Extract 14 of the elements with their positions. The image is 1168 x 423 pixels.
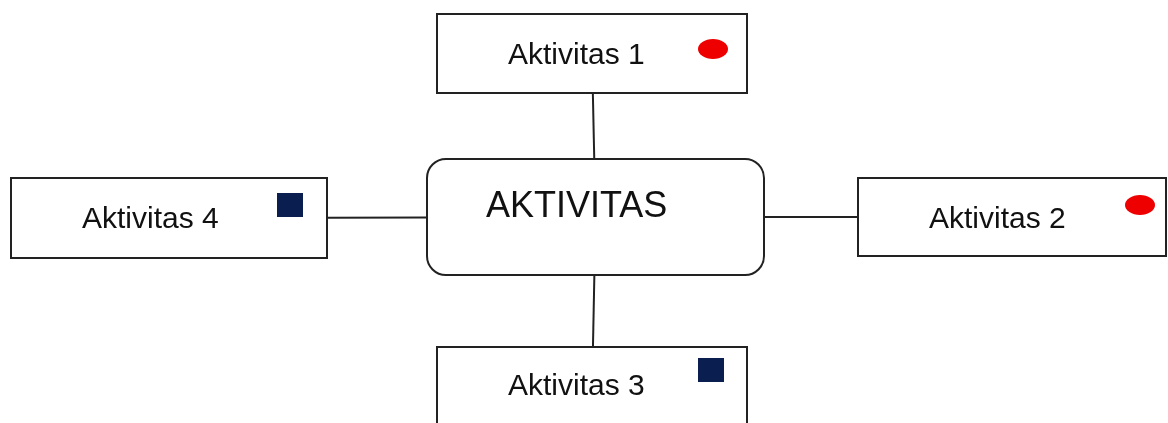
- connector-line: [327, 216, 427, 219]
- node-label: Aktivitas 3: [508, 368, 645, 402]
- connector-line: [764, 216, 858, 218]
- activity-box: [436, 13, 748, 94]
- activity-box: [857, 177, 1167, 257]
- connector-line: [591, 93, 596, 159]
- connector-line: [592, 275, 596, 347]
- activity-box: [436, 346, 748, 423]
- node-label: AKTIVITAS: [486, 184, 668, 226]
- rounded-box: [426, 158, 765, 276]
- node-label: Aktivitas 1: [508, 37, 645, 71]
- node-label: Aktivitas 4: [82, 201, 219, 235]
- activity-box: [10, 177, 328, 259]
- node-label: Aktivitas 2: [929, 201, 1066, 235]
